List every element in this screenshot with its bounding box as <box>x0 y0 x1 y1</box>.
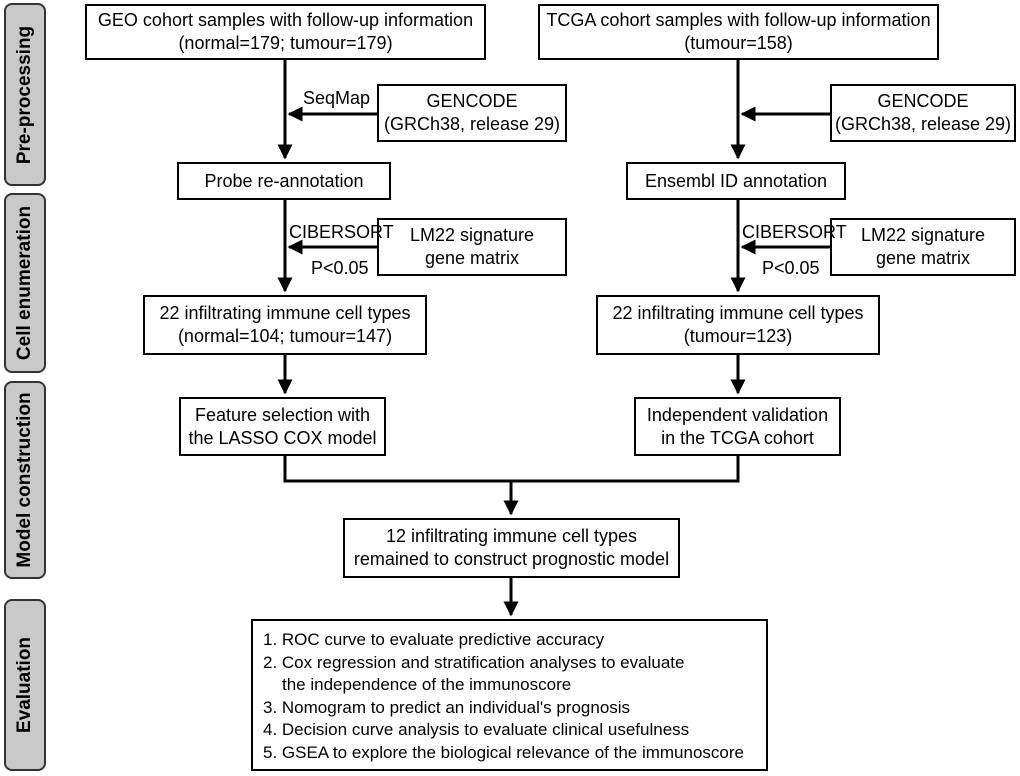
stage-cell-enumeration: Cell enumeration <box>4 193 46 373</box>
evaluation-box: 1. ROC curve to evaluate predictive accu… <box>251 619 768 771</box>
stage-pre-processing: Pre-processing <box>4 3 46 186</box>
tcga-celltypes-box: 22 infiltrating immune cell types (tumou… <box>596 295 880 355</box>
geo-p-value-label: P<0.05 <box>311 258 369 278</box>
geo-cibersort-label: CIBERSORT <box>289 222 394 242</box>
evaluation-item: 1. ROC curve to evaluate predictive accu… <box>263 630 605 649</box>
evaluation-item: 5. GSEA to explore the biological releva… <box>263 742 744 762</box>
stage-evaluation: Evaluation <box>4 599 46 771</box>
merge-line <box>283 456 740 483</box>
evaluation-item: 3. Nomogram to predict an individual's p… <box>263 697 631 717</box>
tcga-cibersort-label: CIBERSORT <box>742 222 847 242</box>
geo-gencode-box: GENCODE (GRCh38, release 29) <box>377 84 567 142</box>
seqmap-label: SeqMap <box>303 88 371 108</box>
geo-lm22-box: LM22 signature gene matrix <box>377 218 567 276</box>
prognostic-model-box: 12 infiltrating immune cell types remain… <box>343 518 680 578</box>
evaluation-item: 2. Cox regression and stratification ana… <box>263 652 685 672</box>
tcga-gencode-box: GENCODE (GRCh38, release 29) <box>830 84 1016 142</box>
independent-validation-box: Independent validation in the TCGA cohor… <box>634 397 841 456</box>
geo-source-box: GEO cohort samples with follow-up inform… <box>85 4 486 60</box>
geo-celltypes-box: 22 infiltrating immune cell types (norma… <box>143 295 427 355</box>
ensembl-annotation-box: Ensembl ID annotation <box>626 162 846 200</box>
feature-selection-box: Feature selection with the LASSO COX mod… <box>179 397 386 456</box>
tcga-source-box: TCGA cohort samples with follow-up infor… <box>538 4 939 60</box>
tcga-p-value-label: P<0.05 <box>762 258 820 278</box>
evaluation-item-continued: the independence of the immunoscore <box>282 675 572 695</box>
stage-model-construction: Model construction <box>4 381 46 579</box>
tcga-lm22-box: LM22 signature gene matrix <box>830 218 1016 276</box>
probe-reannotation-box: Probe re-annotation <box>177 162 391 200</box>
evaluation-item: 4. Decision curve analysis to evaluate c… <box>263 720 690 740</box>
